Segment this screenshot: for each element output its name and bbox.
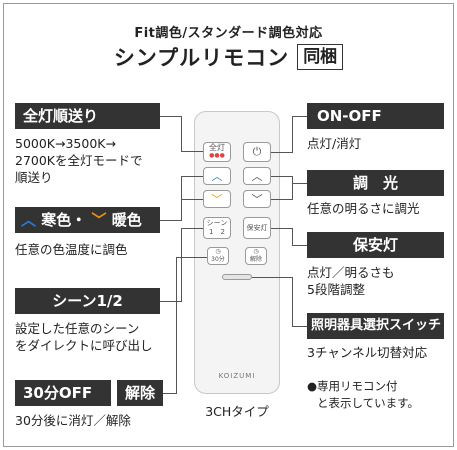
leader-line xyxy=(292,116,307,117)
color-dots-icon: ●●● xyxy=(209,152,225,159)
cool-arrow-icon: ︿ xyxy=(21,211,37,229)
leader-line xyxy=(292,116,293,152)
leader-line xyxy=(163,393,177,394)
leader-line xyxy=(160,116,182,117)
timer-30min-button[interactable]: ◷ 30分 xyxy=(207,247,229,265)
leader-line xyxy=(271,228,293,229)
leader-line xyxy=(181,176,182,220)
security-light-button[interactable]: 保安灯 xyxy=(243,217,271,239)
warm-down-button[interactable]: ﹀ xyxy=(203,190,231,208)
leader-line xyxy=(160,301,182,302)
leader-line xyxy=(176,257,207,258)
timer-30min-label: 30分OFF xyxy=(15,380,111,406)
selector-switch-label: 照明器具選択スイッチ xyxy=(307,313,444,339)
leader-line xyxy=(292,245,307,246)
leader-line xyxy=(292,176,293,199)
scene-button[interactable]: シーン 1 2 xyxy=(203,217,231,239)
leader-line xyxy=(271,152,293,153)
dim-up-button[interactable]: ︿ xyxy=(243,167,271,185)
color-temp-desc: 任意の色温度に調色 xyxy=(15,242,128,257)
leader-line xyxy=(292,326,307,327)
note-line-1: ●専用リモコン付 xyxy=(307,379,398,393)
cool-up-button[interactable]: ︿ xyxy=(203,167,231,185)
header-subtitle: Fit調色/スタンダード調色対応 xyxy=(134,26,323,41)
remote-caption: 3CHタイプ xyxy=(205,404,269,419)
security-desc-1: 点灯／明るさも xyxy=(307,265,395,280)
chevron-down-icon: ﹀ xyxy=(251,193,263,206)
power-button[interactable]: ⏻ xyxy=(243,142,271,162)
security-light-label: 保安灯 xyxy=(307,232,444,258)
note-line-2: と表示しています。 xyxy=(317,396,420,410)
chevron-down-icon: ﹀ xyxy=(211,193,223,206)
clock-icon: ◷ xyxy=(215,248,221,255)
leader-line xyxy=(181,116,182,151)
all-lights-button[interactable]: 全灯 ●●● xyxy=(203,142,231,162)
clock-icon: ◷ xyxy=(253,248,259,255)
selector-desc: 3チャンネル切替対応 xyxy=(307,345,428,360)
leader-line xyxy=(160,220,182,221)
leader-line xyxy=(292,183,307,184)
channel-selector-switch[interactable] xyxy=(222,274,252,280)
onoff-desc: 点灯/消灯 xyxy=(307,136,362,151)
chevron-up-icon: ︿ xyxy=(251,170,263,183)
leader-line xyxy=(271,199,293,200)
all-lights-label: 全灯順送り xyxy=(15,103,160,129)
leader-line xyxy=(181,228,203,229)
leader-line xyxy=(252,277,293,278)
warm-arrow-icon: ﹀ xyxy=(91,211,107,229)
header-title-row: シンプルリモコン 同梱 xyxy=(4,42,453,72)
cancel-button[interactable]: ◷ 解除 xyxy=(245,247,267,265)
product-panel: Fit調色/スタンダード調色対応 シンプルリモコン 同梱 全灯順送り 5000K… xyxy=(3,3,454,447)
dim-down-button[interactable]: ﹀ xyxy=(243,190,271,208)
security-desc-2: 5段階調整 xyxy=(307,282,365,297)
leader-line xyxy=(181,151,203,152)
chevron-up-icon: ︿ xyxy=(211,170,223,183)
scene-desc-2: をダイレクトに呼び出し xyxy=(15,338,153,353)
leader-line xyxy=(292,228,293,245)
color-temp-label: ︿ 寒色・ ﹀ 暖色 xyxy=(15,207,160,233)
onoff-label: ON-OFF xyxy=(307,103,444,129)
all-lights-desc-1: 5000K→3500K→ xyxy=(15,136,116,151)
leader-line xyxy=(271,176,293,177)
timer-desc: 30分後に消灯／解除 xyxy=(15,413,131,428)
dimming-label: 調 光 xyxy=(307,170,444,196)
header-title: シンプルリモコン xyxy=(113,46,290,70)
cancel-label: 解除 xyxy=(117,380,163,406)
leader-line xyxy=(181,199,203,200)
leader-line xyxy=(181,228,182,301)
included-badge: 同梱 xyxy=(297,44,344,70)
leader-line xyxy=(292,277,293,326)
all-lights-desc-2: 2700Kを全灯モードで xyxy=(15,153,143,168)
all-lights-desc-3: 順送り xyxy=(15,170,53,185)
brand-logo: KOIZUMI xyxy=(218,372,256,380)
leader-line xyxy=(181,176,203,177)
scene-label: シーン1/2 xyxy=(15,288,160,314)
leader-line xyxy=(176,257,177,393)
dimming-desc: 任意の明るさに調光 xyxy=(307,201,420,216)
power-icon: ⏻ xyxy=(252,145,262,158)
scene-desc-1: 設定した任意のシーン xyxy=(15,321,140,336)
